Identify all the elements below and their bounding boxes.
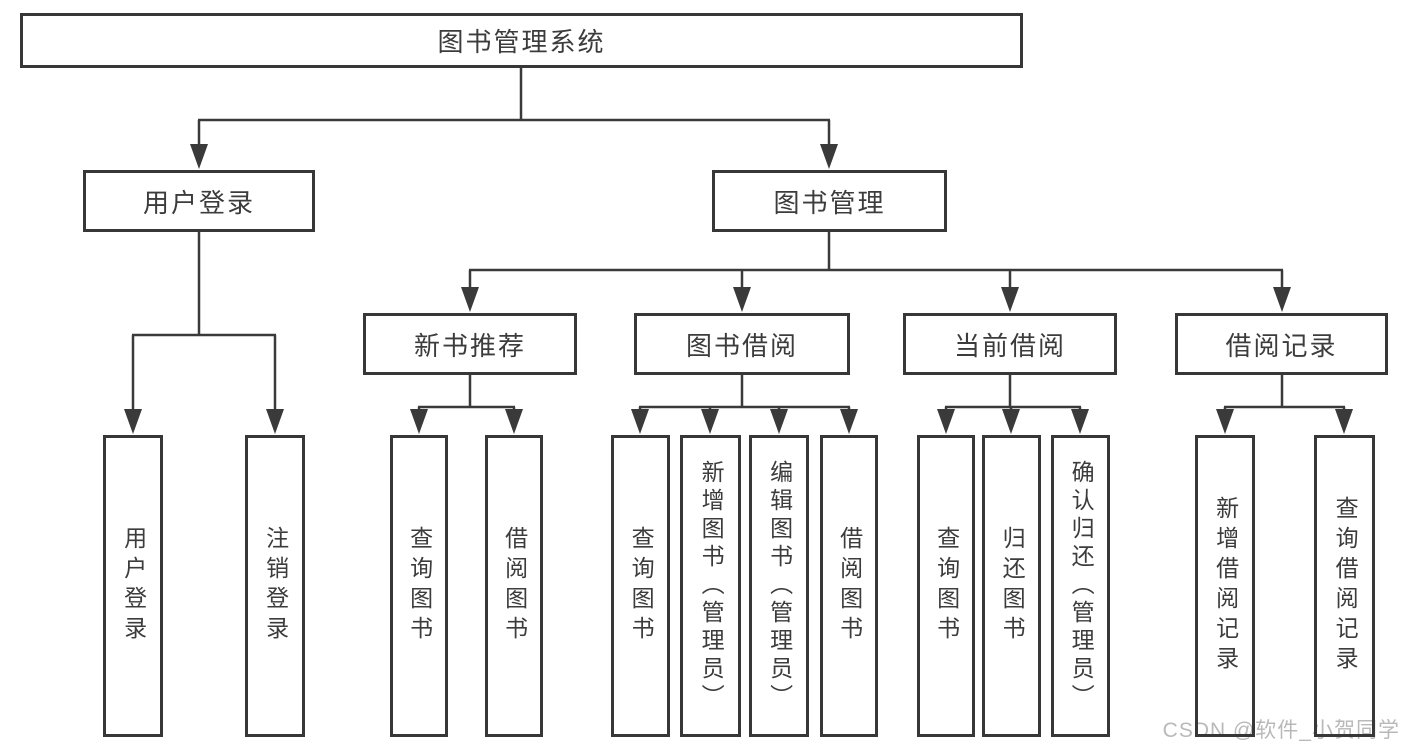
arrowhead-icon <box>733 287 751 312</box>
arrowhead-icon <box>190 144 208 169</box>
node-book-mgmt: 图书管理 <box>712 170 947 232</box>
leaf-logout: 注销登录 <box>245 435 305 737</box>
connector-book-borrow-to-leaves <box>631 375 858 434</box>
arrowhead-icon <box>631 409 649 434</box>
arrowhead-icon <box>1071 409 1089 434</box>
node-borrow-record: 借阅记录 <box>1175 313 1388 375</box>
node-book-borrow: 图书借阅 <box>634 313 850 375</box>
leaf-nbr-query-book: 查询图书 <box>390 435 448 737</box>
connector-book-mgmt-to-level3 <box>461 232 1291 312</box>
leaf-bb-edit-book-admin: 编辑图书（管理员） <box>749 435 809 737</box>
arrowhead-icon <box>461 287 479 312</box>
connector-root-to-level2 <box>190 68 838 169</box>
arrowhead-icon <box>1335 409 1353 434</box>
connector-new-book-rec-to-leaves <box>410 375 523 434</box>
node-current-borrow: 当前借阅 <box>903 313 1117 375</box>
leaf-cb-return-book: 归还图书 <box>982 435 1041 737</box>
leaf-cb-confirm-return-admin: 确认归还（管理员） <box>1051 435 1110 737</box>
leaf-bb-borrow-book: 借阅图书 <box>820 435 878 737</box>
arrowhead-icon <box>770 409 788 434</box>
leaf-br-query-record: 查询借阅记录 <box>1314 435 1375 737</box>
arrowhead-icon <box>937 409 955 434</box>
leaf-nbr-borrow-book: 借阅图书 <box>485 435 543 737</box>
leaf-cb-query-book: 查询图书 <box>917 435 975 737</box>
connector-borrow-record-to-leaves <box>1216 375 1353 434</box>
arrowhead-icon <box>124 409 142 434</box>
leaf-bb-add-book-admin: 新增图书（管理员） <box>680 435 741 737</box>
arrowhead-icon <box>1273 287 1291 312</box>
csdn-watermark: CSDN @软件_小贺同学 <box>1162 719 1400 742</box>
node-new-book-rec: 新书推荐 <box>363 313 577 375</box>
node-root: 图书管理系统 <box>20 13 1023 68</box>
connector-current-borrow-to-leaves <box>937 375 1089 434</box>
arrowhead-icon <box>1002 409 1020 434</box>
arrowhead-icon <box>840 409 858 434</box>
arrowhead-icon <box>266 409 284 434</box>
arrowhead-icon <box>410 409 428 434</box>
leaf-br-add-record: 新增借阅记录 <box>1195 435 1255 737</box>
arrowhead-icon <box>701 409 719 434</box>
node-user-login: 用户登录 <box>83 170 315 232</box>
arrowhead-icon <box>1001 287 1019 312</box>
leaf-bb-query-book: 查询图书 <box>611 435 670 737</box>
arrowhead-icon <box>820 144 838 169</box>
leaf-user-login: 用户登录 <box>103 435 163 737</box>
arrowhead-icon <box>1216 409 1234 434</box>
connector-user-login-to-leaves <box>124 232 284 434</box>
arrowhead-icon <box>505 409 523 434</box>
